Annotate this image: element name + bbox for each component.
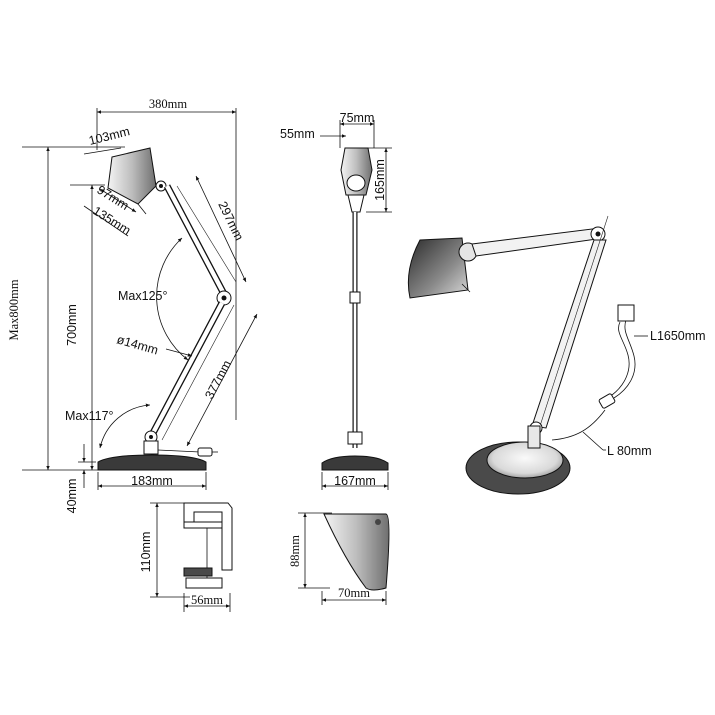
side-head-height-label: 165mm — [373, 159, 387, 201]
shade-width-label: 70mm — [338, 586, 370, 600]
cable-short-label: L 80mm — [607, 444, 652, 458]
shade-detail: 88mm 70mm — [288, 512, 390, 605]
height-label: 700mm — [65, 304, 79, 346]
angle-upper-label: Max125° — [118, 289, 167, 303]
power-adapter — [617, 304, 635, 322]
head-depth-label: 135mm — [90, 204, 133, 238]
head-width-label: 75mm — [340, 111, 375, 125]
perspective-view: L1650mm L 80mm — [407, 215, 706, 495]
side-view: 75mm 55mm 165mm 167mm — [280, 111, 392, 490]
front-view: 380mm Max800mm 700mm 103mm 97mm 135mm — [7, 97, 258, 514]
base-width-label: 183mm — [131, 474, 173, 488]
clamp-width-label: 56mm — [191, 593, 223, 607]
head-top-label: 103mm — [87, 124, 131, 148]
angle-lower-label: Max117° — [65, 409, 114, 423]
tube-diameter-label: ø14mm — [115, 332, 160, 357]
max-height-label: Max800mm — [7, 279, 21, 340]
dim-heights: Max800mm 700mm — [7, 146, 125, 471]
side-pole-joint — [349, 291, 361, 304]
head-inset-label: 55mm — [280, 127, 315, 141]
persp-upper-arm — [471, 227, 605, 257]
clamp-height-label: 110mm — [139, 532, 153, 573]
persp-lower-arm — [531, 239, 607, 429]
lower-arm-label: 377mm — [202, 358, 234, 401]
side-base-width-label: 167mm — [334, 474, 376, 488]
side-base — [321, 455, 389, 471]
upper-arm-label: 297mm — [215, 199, 246, 243]
shade-height-label: 88mm — [288, 535, 302, 567]
persp-lamp-head — [407, 237, 469, 299]
clamp-frame — [183, 502, 233, 571]
front-base — [97, 454, 207, 471]
cable-length-label: L1650mm — [650, 329, 706, 343]
clamp-detail: 110mm 56mm — [139, 502, 233, 612]
shade-body — [323, 513, 390, 591]
front-cable-plug — [197, 447, 213, 457]
width-top-label: 380mm — [149, 97, 187, 111]
base-height-label: 40mm — [65, 479, 79, 514]
